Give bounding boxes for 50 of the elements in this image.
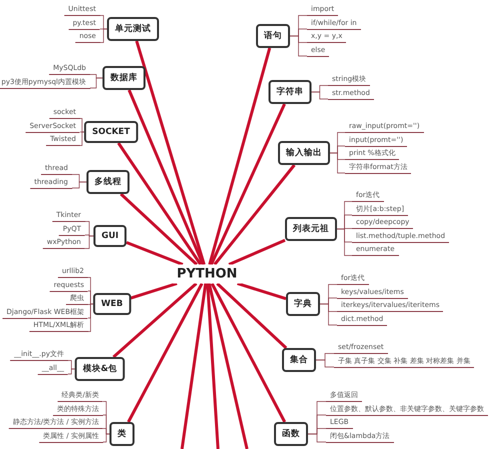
branch-line — [135, 40, 206, 265]
category-box: 类 — [110, 422, 134, 446]
central-topic: PYTHON — [172, 264, 242, 284]
branch-line — [127, 282, 204, 423]
category-box: 多线程 — [86, 170, 130, 194]
connector-line — [88, 290, 94, 304]
category-box: 单元测试 — [107, 17, 159, 41]
branch-line — [228, 238, 286, 266]
category-box: 集合 — [282, 348, 316, 372]
connector-line — [311, 92, 328, 100]
connector-line — [80, 132, 84, 146]
connector-line — [100, 28, 108, 43]
branch-line — [128, 89, 204, 266]
connector-line — [102, 434, 110, 442]
category-box: 列表元祖 — [285, 217, 337, 241]
branch-line — [117, 142, 202, 266]
connector-line — [330, 152, 346, 174]
category-box: 语句 — [256, 24, 290, 48]
connector-line — [308, 434, 326, 442]
branch-line — [213, 164, 296, 266]
category-box: 字典 — [286, 292, 320, 316]
connector-line — [90, 78, 103, 88]
category-box: 模块&包 — [74, 357, 126, 381]
branch-line — [180, 283, 208, 449]
category-box: WEB — [93, 293, 131, 315]
connector-line — [320, 304, 338, 326]
branch-line — [208, 48, 272, 265]
category-box: 输入输出 — [278, 141, 330, 165]
connector-line — [336, 228, 352, 256]
branch-line — [112, 282, 198, 358]
branch-line — [216, 282, 288, 350]
branch-line — [120, 192, 198, 266]
branch-line — [206, 283, 220, 449]
branch-line — [210, 103, 286, 266]
connector-line — [80, 118, 84, 132]
category-box: 字符串 — [268, 80, 312, 104]
category-box: SOCKET — [84, 121, 138, 143]
connector-line — [68, 368, 76, 374]
category-box: 函数 — [274, 422, 308, 446]
connector-line — [84, 236, 94, 249]
branch-line — [126, 241, 184, 266]
category-box: GUI — [93, 225, 127, 247]
branch-line — [208, 283, 248, 449]
connector-line — [72, 182, 87, 188]
branch-line — [130, 282, 178, 300]
branch-line — [236, 282, 286, 300]
branch-line — [210, 282, 286, 423]
connector-line — [88, 304, 94, 332]
category-box: 数据库 — [102, 66, 146, 90]
connector-line — [316, 360, 334, 368]
